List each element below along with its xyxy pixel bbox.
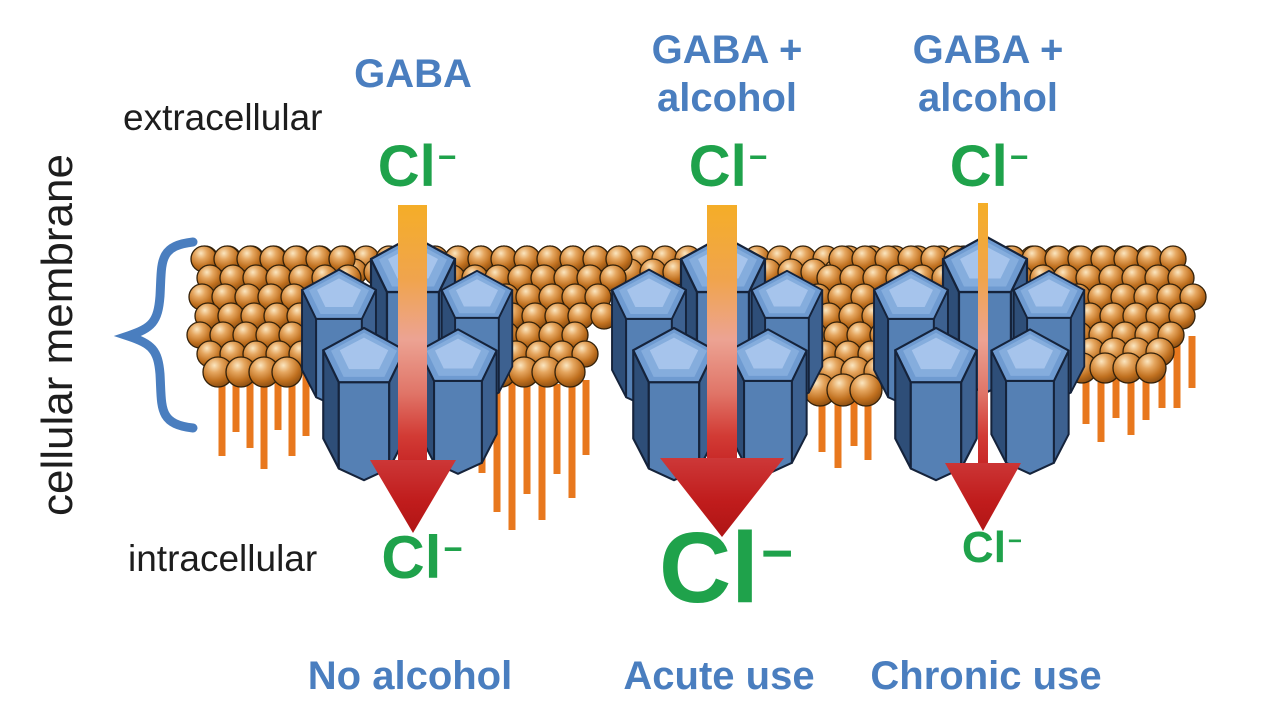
chloride-ion-bottom-2: Cl− [659,518,793,618]
ion-symbol: Cl [688,134,747,199]
ion-charge: − [1007,527,1023,555]
caption-no-alcohol: No alcohol [307,654,513,698]
caption-acute-use: Acute use [623,654,815,698]
receptor-subunit [990,328,1070,475]
chloride-ion-bottom-3: Cl− [962,526,1022,570]
chloride-ion-top-1: Cl− [378,138,457,196]
ion-charge: − [1009,139,1029,176]
ion-charge: − [443,529,463,567]
ion-symbol: Cl [961,523,1006,572]
header-line1: GABA + [912,28,1064,72]
ion-charge: − [748,139,768,176]
label-intracellular: intracellular [128,538,318,579]
column-header-gaba: GABA [354,50,472,98]
header-line2: alcohol [917,76,1059,120]
ion-symbol: Cl [658,512,759,624]
column-header-gaba-alcohol-acute: GABA + alcohol [652,26,803,122]
receptor-channel [873,234,1086,482]
receptor-subunit [728,328,808,475]
header-line1: GABA + [651,28,803,72]
ion-symbol: Cl [381,524,442,591]
chloride-ion-top-3: Cl− [950,138,1029,196]
chloride-arrow [370,205,456,533]
column-header-gaba-alcohol-chronic: GABA + alcohol [913,26,1064,122]
label-extracellular: extracellular [123,97,323,138]
receptor-subunit [632,326,716,482]
chloride-arrow [660,205,784,537]
header-line2: alcohol [656,76,798,120]
receptor-subunit [418,328,498,475]
membrane-brace [113,237,198,433]
ion-charge: − [437,139,457,176]
header-line1: GABA [354,52,472,96]
chloride-arrow [945,203,1021,531]
receptor-subunit [322,326,406,482]
chloride-flow-arrows [370,203,1021,537]
receptor-subunit [894,326,978,482]
chloride-ion-top-2: Cl− [689,138,768,196]
label-cellular-membrane: cellular membrane [33,154,82,516]
caption-chronic-use: Chronic use [870,654,1102,698]
ion-symbol: Cl [377,134,436,199]
ion-charge: − [760,521,794,584]
ion-symbol: Cl [949,134,1008,199]
chloride-ion-bottom-1: Cl− [381,528,462,588]
